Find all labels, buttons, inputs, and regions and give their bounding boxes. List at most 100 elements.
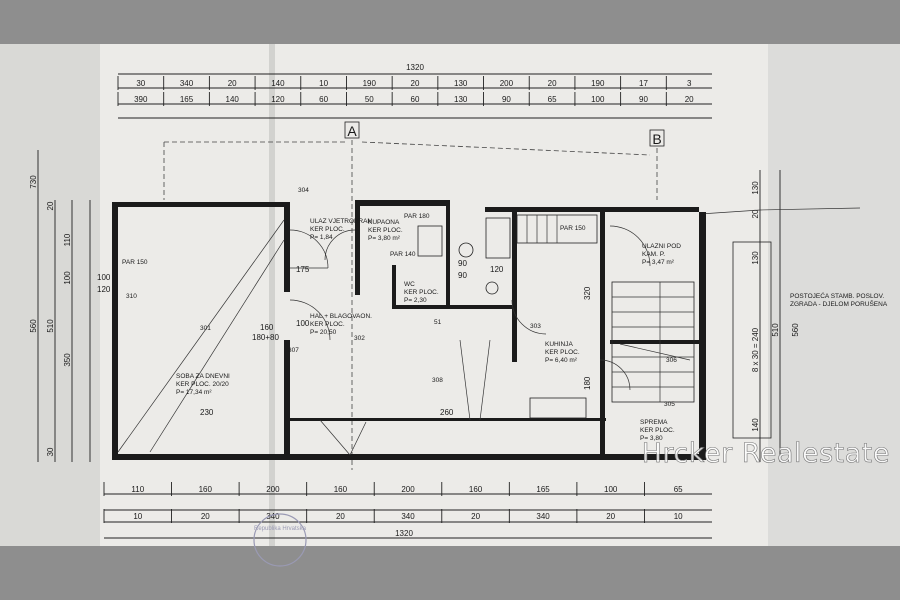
room-label-ulaz: ULAZ VJETROBRAN KER PLOC. P= 1,84 xyxy=(310,218,372,241)
svg-text:140: 140 xyxy=(751,418,760,432)
svg-text:90: 90 xyxy=(458,259,467,268)
svg-text:KER PLOC.: KER PLOC. xyxy=(310,226,345,233)
top-dim-label: 100 xyxy=(591,95,605,104)
svg-text:KER PLOC. 20/20: KER PLOC. 20/20 xyxy=(176,381,229,388)
section-b-marker: B xyxy=(649,129,665,200)
svg-text:KUPAONA: KUPAONA xyxy=(368,219,400,226)
room-label-soba: SOBA ZA DNEVNI KER PLOC. 20/20 P= 17,34 … xyxy=(176,373,230,396)
door-swings xyxy=(289,225,651,456)
bottom-total-dim: 1320 xyxy=(395,529,413,538)
bottom-dim-label: 110 xyxy=(131,485,144,494)
section-a-marker: A xyxy=(344,121,360,470)
blueprint-paper xyxy=(100,44,768,546)
bottom-dim-label: 200 xyxy=(266,485,280,494)
svg-text:P= 3,80 m²: P= 3,80 m² xyxy=(368,235,401,242)
svg-text:KER PLOC.: KER PLOC. xyxy=(368,227,403,234)
top-dim-label: 20 xyxy=(411,79,420,88)
top-dim-label: 90 xyxy=(502,95,511,104)
scan-border-right xyxy=(768,44,900,546)
svg-text:KER PLOC.: KER PLOC. xyxy=(640,427,675,434)
svg-text:308: 308 xyxy=(432,377,443,384)
stamp: Republika Hrvatska xyxy=(253,513,307,567)
svg-text:304: 304 xyxy=(298,187,309,194)
room-label-ulazni-pod: ULAZNI POD KAM. P. P= 3,47 m² xyxy=(642,243,681,266)
svg-text:P= 17,34 m²: P= 17,34 m² xyxy=(176,389,212,396)
svg-text:90: 90 xyxy=(458,271,467,280)
svg-text:P= 20,50: P= 20,50 xyxy=(310,329,337,336)
svg-text:P= 6,40 m²: P= 6,40 m² xyxy=(545,357,578,364)
room-label-hal: HAL + BLAGOVAON. KER PLOC. P= 20,50 xyxy=(310,313,372,336)
svg-text:Republika Hrvatska: Republika Hrvatska xyxy=(254,526,307,532)
svg-text:KAM. P.: KAM. P. xyxy=(642,251,665,258)
svg-text:SOBA ZA DNEVNI: SOBA ZA DNEVNI xyxy=(176,373,230,380)
left-dimensions: 730 20 110 100 350 30 510 560 100 120 xyxy=(29,150,111,462)
svg-text:KUHINJA: KUHINJA xyxy=(545,341,573,348)
svg-text:POSTOJEĆA STAMB. POSLOV.: POSTOJEĆA STAMB. POSLOV. xyxy=(790,291,884,300)
svg-text:8 x 30 = 240: 8 x 30 = 240 xyxy=(751,327,760,372)
svg-text:B: B xyxy=(652,131,661,147)
svg-text:A: A xyxy=(347,123,357,139)
svg-text:KER PLOC.: KER PLOC. xyxy=(310,321,345,328)
misc-labels: PAR 150 PAR 180 PAR 140 PAR 150 90 90 16… xyxy=(122,213,592,417)
svg-text:302: 302 xyxy=(354,335,365,342)
kitchen-counter xyxy=(516,214,598,244)
top-dim-label: 65 xyxy=(548,95,557,104)
bottom-dim-label: 20 xyxy=(201,512,210,521)
svg-text:ULAZ VJETROBRAN: ULAZ VJETROBRAN xyxy=(310,218,372,225)
svg-text:160: 160 xyxy=(260,323,274,332)
bottom-dim-label: 165 xyxy=(536,485,550,494)
bottom-dim-label: 200 xyxy=(401,485,415,494)
top-dim-label: 130 xyxy=(454,79,468,88)
svg-text:100: 100 xyxy=(63,271,72,285)
bottom-dim-label: 20 xyxy=(471,512,480,521)
bottom-dim-label: 100 xyxy=(604,485,618,494)
svg-text:180+80: 180+80 xyxy=(252,333,279,342)
bottom-dim-label: 20 xyxy=(606,512,615,521)
top-total-dim: 1320 xyxy=(406,63,424,72)
svg-text:130: 130 xyxy=(751,251,760,265)
top-dim-label: 90 xyxy=(639,95,648,104)
svg-text:303: 303 xyxy=(530,323,541,330)
exterior-walls xyxy=(112,200,706,460)
bottom-dim-label: 10 xyxy=(674,512,683,521)
svg-text:175: 175 xyxy=(296,265,310,274)
svg-text:130: 130 xyxy=(751,181,760,195)
svg-text:310: 310 xyxy=(126,293,137,300)
svg-text:560: 560 xyxy=(29,319,38,333)
svg-text:110: 110 xyxy=(63,233,72,246)
bottom-dim-label: 340 xyxy=(266,512,280,521)
top-dim-label: 30 xyxy=(136,79,145,88)
top-dim-label: 50 xyxy=(365,95,374,104)
svg-text:KER PLOC.: KER PLOC. xyxy=(404,289,439,296)
svg-text:230: 230 xyxy=(200,408,214,417)
top-dim-label: 20 xyxy=(228,79,237,88)
svg-text:PAR 140: PAR 140 xyxy=(390,251,416,258)
svg-text:ZGRADA - DJELOM PORUŠENA: ZGRADA - DJELOM PORUŠENA xyxy=(790,299,888,308)
bottom-dim-label: 160 xyxy=(199,485,213,494)
svg-text:HAL + BLAGOVAON.: HAL + BLAGOVAON. xyxy=(310,313,372,320)
interior-walls xyxy=(284,200,700,457)
svg-text:510: 510 xyxy=(46,319,55,333)
svg-text:P= 1,84: P= 1,84 xyxy=(310,234,333,241)
room-label-wc: WC KER PLOC. P= 2,30 xyxy=(404,281,439,304)
svg-text:WC: WC xyxy=(404,281,415,288)
bottom-dim-label: 340 xyxy=(536,512,550,521)
svg-text:20: 20 xyxy=(751,209,760,218)
top-dim-label: 130 xyxy=(454,95,468,104)
room-label-kuhinja: KUHINJA KER PLOC. P= 6,40 m² xyxy=(545,341,580,364)
top-dim-label: 60 xyxy=(411,95,420,104)
svg-text:100: 100 xyxy=(97,273,111,282)
right-dimensions: 130 20 130 8 x 30 = 240 510 560 140 xyxy=(732,170,800,462)
svg-text:20: 20 xyxy=(46,201,55,210)
existing-building-note: POSTOJEĆA STAMB. POSLOV. ZGRADA - DJELOM… xyxy=(699,207,888,308)
svg-text:P= 3,47 m²: P= 3,47 m² xyxy=(642,259,675,266)
svg-text:560: 560 xyxy=(791,323,800,337)
svg-text:120: 120 xyxy=(97,285,111,294)
top-dim-label: 17 xyxy=(639,79,648,88)
room-label-kupaona: KUPAONA KER PLOC. P= 3,80 m² xyxy=(368,219,403,242)
bottom-dim-label: 160 xyxy=(469,485,483,494)
